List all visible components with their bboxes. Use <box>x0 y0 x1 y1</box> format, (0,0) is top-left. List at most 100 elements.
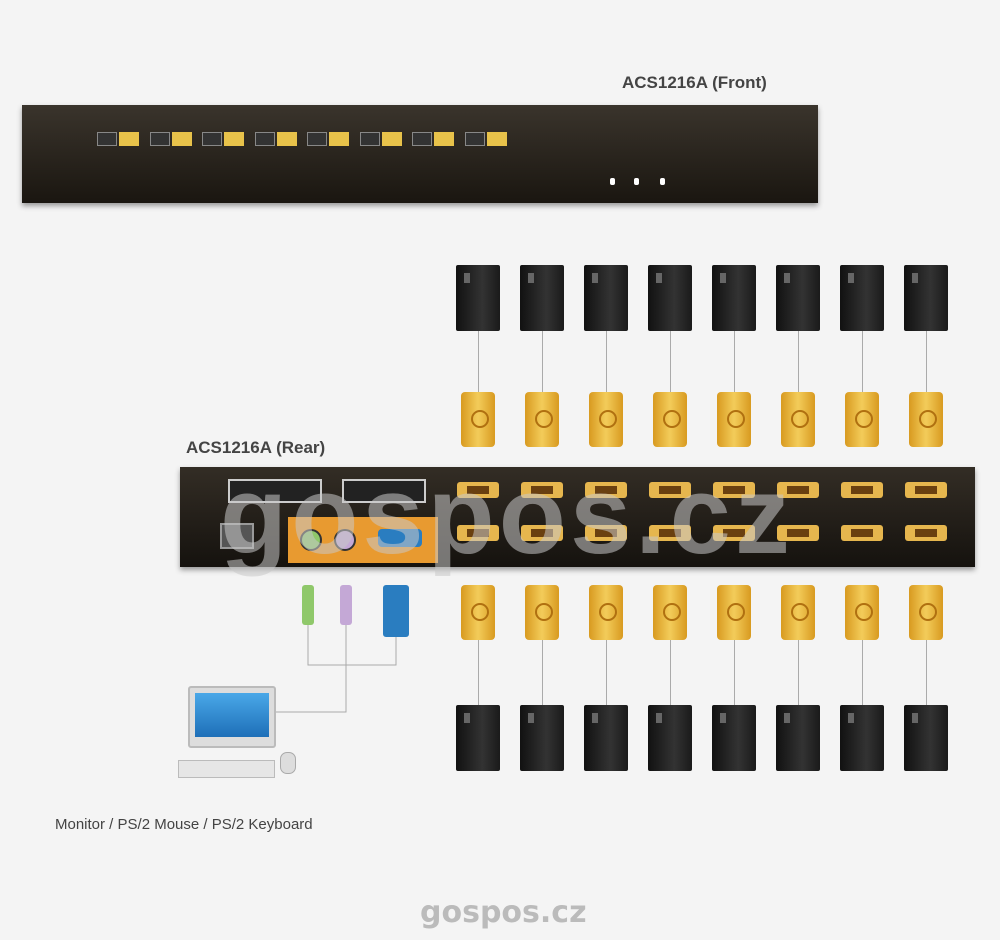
vga-connector <box>909 392 943 447</box>
overlay-watermark: gospos.cz <box>220 454 794 577</box>
vga-connector <box>845 585 879 640</box>
monitor-icon <box>188 686 276 748</box>
computer-icon <box>584 265 628 331</box>
computer-icon <box>712 705 756 771</box>
vga-connector <box>717 392 751 447</box>
status-led <box>660 178 665 185</box>
kvm-port <box>777 482 819 498</box>
port-button-face <box>119 132 139 146</box>
computer-icon <box>648 705 692 771</box>
keyboard-plug <box>302 585 314 625</box>
computer-icon <box>520 705 564 771</box>
computer-icon <box>648 265 692 331</box>
port-select-button[interactable] <box>464 132 509 146</box>
computer-icon <box>904 265 948 331</box>
kvm-port <box>841 482 883 498</box>
vga-port <box>378 529 422 547</box>
status-led <box>610 178 615 185</box>
mouse-port <box>334 529 356 551</box>
computer-icon <box>840 705 884 771</box>
vga-connector <box>909 585 943 640</box>
port-button-face <box>276 132 297 146</box>
port-select-button[interactable] <box>254 132 299 146</box>
port-select-button[interactable] <box>307 132 351 146</box>
port-led <box>97 132 117 146</box>
rear-label: ACS1216A (Rear) <box>186 438 326 457</box>
kvm-port <box>713 482 755 498</box>
port-led <box>359 132 380 146</box>
port-select-button[interactable] <box>149 132 194 146</box>
daisy-chain-port-out <box>342 479 426 503</box>
computer-icon <box>840 265 884 331</box>
console-label: Monitor / PS/2 Mouse / PS/2 Keyboard <box>55 816 313 833</box>
port-button-face <box>329 132 349 146</box>
mouse-plug <box>340 585 352 625</box>
computer-icon <box>904 705 948 771</box>
port-led <box>149 132 170 146</box>
computer-icon <box>456 705 500 771</box>
footer-watermark: gospos.cz <box>420 895 587 930</box>
port-led <box>412 132 432 146</box>
cable <box>670 331 671 395</box>
cable <box>606 640 607 705</box>
cable <box>926 640 927 705</box>
cable <box>734 331 735 395</box>
vga-plug <box>383 585 409 637</box>
vga-connector <box>525 585 559 640</box>
kvm-port <box>649 525 691 541</box>
mouse-icon <box>280 752 296 774</box>
vga-connector <box>461 392 495 447</box>
keyboard-port <box>300 529 322 551</box>
status-led <box>634 178 639 185</box>
kvm-port <box>521 525 563 541</box>
front-label: ACS1216A (Front) <box>622 73 767 92</box>
cable <box>478 331 479 395</box>
port-led <box>307 132 327 146</box>
kvm-port <box>905 525 947 541</box>
computer-icon <box>712 265 756 331</box>
kvm-port <box>905 482 947 498</box>
vga-connector <box>653 585 687 640</box>
vga-connector <box>717 585 751 640</box>
keyboard-icon <box>178 760 275 778</box>
cable <box>606 331 607 395</box>
cable <box>862 331 863 395</box>
kvm-port <box>649 482 691 498</box>
computer-icon <box>776 265 820 331</box>
cable <box>798 640 799 705</box>
kvm-port <box>585 525 627 541</box>
computer-icon <box>776 705 820 771</box>
cable <box>670 640 671 705</box>
kvm-port <box>457 525 499 541</box>
cable <box>734 640 735 705</box>
vga-connector <box>845 392 879 447</box>
port-select-button[interactable] <box>97 132 141 146</box>
cable <box>926 331 927 395</box>
port-led <box>464 132 485 146</box>
kvm-port <box>585 482 627 498</box>
vga-connector <box>525 392 559 447</box>
port-select-button[interactable] <box>202 132 246 146</box>
kvm-port <box>777 525 819 541</box>
port-button-face <box>434 132 454 146</box>
vga-connector <box>653 392 687 447</box>
vga-connector <box>461 585 495 640</box>
port-select-button[interactable] <box>412 132 456 146</box>
port-led <box>202 132 222 146</box>
port-button-face <box>224 132 244 146</box>
cable <box>798 331 799 395</box>
computer-icon <box>520 265 564 331</box>
vga-connector <box>781 392 815 447</box>
port-select-button[interactable] <box>359 132 404 146</box>
vga-connector <box>781 585 815 640</box>
computer-icon <box>456 265 500 331</box>
port-button-face <box>171 132 192 146</box>
computer-icon <box>584 705 628 771</box>
kvm-port <box>521 482 563 498</box>
vga-connector <box>589 392 623 447</box>
kvm-port <box>457 482 499 498</box>
console-port-panel <box>288 517 438 563</box>
daisy-chain-port-in <box>228 479 322 503</box>
port-led <box>254 132 275 146</box>
